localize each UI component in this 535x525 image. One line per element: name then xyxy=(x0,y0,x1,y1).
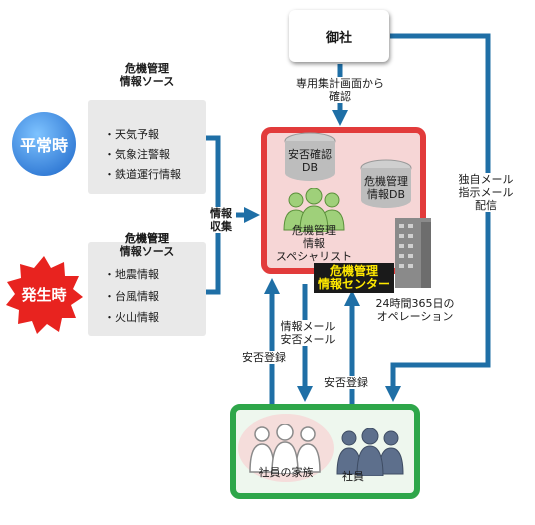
safety-reg-left-label: 安否登録 xyxy=(242,351,286,364)
source-title-emergency-overlay: 危機管理 情報ソース xyxy=(119,232,175,258)
specialist-people-icon xyxy=(283,188,345,232)
direct-mail-label: 独自メール 指示メール 配信 xyxy=(454,173,518,212)
source-title-normal: 危機管理 情報ソース xyxy=(119,62,175,88)
staff-people-icon xyxy=(336,428,404,476)
normal-time-badge: 平常時 xyxy=(12,112,76,176)
source-item: ・天気予報 xyxy=(104,128,159,141)
source-item: ・地震情報 xyxy=(104,268,159,281)
source-item: ・台風情報 xyxy=(104,290,159,303)
building-icon xyxy=(395,218,431,288)
emergency-label: 発生時 xyxy=(21,286,67,304)
source-item: ・火山情報 xyxy=(104,311,159,324)
database-crisis-icon xyxy=(360,159,412,208)
company-check-note: 専用集計画面から 確認 xyxy=(280,77,400,103)
family-people-icon xyxy=(249,424,321,474)
source-item: ・鉄道運行情報 xyxy=(104,168,181,181)
database-safety-icon xyxy=(284,132,336,181)
source-box-normal xyxy=(88,100,206,194)
source-item: ・気象注警報 xyxy=(104,148,170,161)
company-label: 御社 xyxy=(325,30,352,46)
emergency-badge xyxy=(6,256,83,334)
staff-label: 社員 xyxy=(342,470,364,483)
crisis-center-label: 危機管理 情報センター xyxy=(314,263,395,293)
db-safety-label: 安否確認 DB xyxy=(288,148,332,174)
collect-label: 情報 収集 xyxy=(206,207,236,233)
normal-time-label: 平常時 xyxy=(19,136,68,155)
db-crisis-label: 危機管理 情報DB xyxy=(364,175,408,201)
arrow-direct-mail xyxy=(384,33,491,403)
family-label: 社員の家族 xyxy=(258,466,314,479)
specialist-label: 危機管理 情報 スペシャリスト xyxy=(275,224,353,263)
safety-reg-right-label: 安否登録 xyxy=(324,376,368,389)
company-box: 御社 xyxy=(289,10,389,62)
operation-label: 24時間365日の オペレーション xyxy=(375,297,455,323)
source-box-emergency xyxy=(88,242,206,336)
info-mail-label: 情報メール 安否メール xyxy=(276,320,340,346)
